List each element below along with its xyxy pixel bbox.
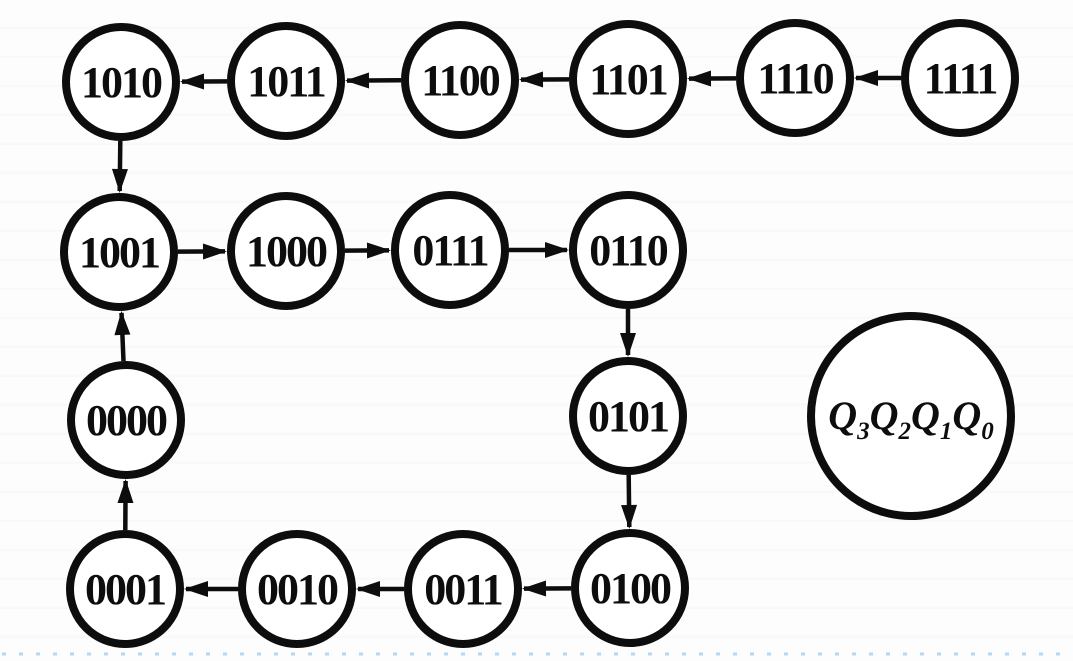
state-circle <box>391 191 509 309</box>
state-node-1111: 1111 <box>901 19 1019 137</box>
state-label: 1101 <box>589 55 667 104</box>
state-node-0111: 0111 <box>391 191 509 309</box>
state-node-1101: 1101 <box>569 20 687 138</box>
state-node-0011: 0011 <box>404 530 522 648</box>
state-node-0100: 0100 <box>571 529 689 647</box>
state-label: 1000 <box>246 227 327 276</box>
state-label: 0001 <box>85 565 165 614</box>
state-circle <box>67 361 185 479</box>
state-label: 0110 <box>589 226 668 275</box>
state-node-0010: 0010 <box>238 530 356 648</box>
state-node-1000: 1000 <box>227 192 345 310</box>
state-circle <box>227 192 345 310</box>
state-label: 0011 <box>424 565 502 614</box>
state-node-1110: 1110 <box>736 19 854 137</box>
state-node-0001: 0001 <box>66 530 184 648</box>
state-circle <box>401 21 519 139</box>
state-label: 1110 <box>757 54 833 103</box>
state-circle <box>571 529 689 647</box>
legend-node: Q3Q2Q1Q0 <box>807 312 1015 520</box>
state-circle <box>238 530 356 648</box>
state-circle <box>404 530 522 648</box>
state-node-1010: 1010 <box>62 23 180 141</box>
state-label: 1001 <box>79 228 159 277</box>
state-node-0110: 0110 <box>569 191 687 309</box>
state-label: 0111 <box>412 226 487 275</box>
state-circle <box>66 530 184 648</box>
legend-label: Q3Q2Q1Q0 <box>828 393 994 445</box>
state-node-1100: 1100 <box>401 21 519 139</box>
state-label: 1100 <box>421 56 500 105</box>
state-label: 1111 <box>924 54 997 103</box>
transition-arrow-0000-to-1001 <box>114 310 131 362</box>
state-label: 0010 <box>257 565 338 614</box>
state-circle <box>569 357 687 475</box>
state-circle <box>60 193 178 311</box>
state-node-1011: 1011 <box>227 22 345 140</box>
state-circle <box>62 23 180 141</box>
state-circle <box>569 191 687 309</box>
state-circle <box>901 19 1019 137</box>
state-label: 0100 <box>590 564 671 613</box>
state-label: 1011 <box>247 57 325 106</box>
state-label: 0101 <box>588 392 668 441</box>
state-node-1001: 1001 <box>60 193 178 311</box>
state-circle <box>736 19 854 137</box>
transition-arrow-0101-to-0100 <box>621 474 638 529</box>
state-node-0000: 0000 <box>67 361 185 479</box>
state-label: 1010 <box>81 58 162 107</box>
state-circle <box>569 20 687 138</box>
state-node-0101: 0101 <box>569 357 687 475</box>
transition-arrow-1010-to-1001 <box>111 140 128 193</box>
state-label: 0000 <box>86 396 167 445</box>
state-circle <box>227 22 345 140</box>
legend-circle <box>807 312 1015 520</box>
